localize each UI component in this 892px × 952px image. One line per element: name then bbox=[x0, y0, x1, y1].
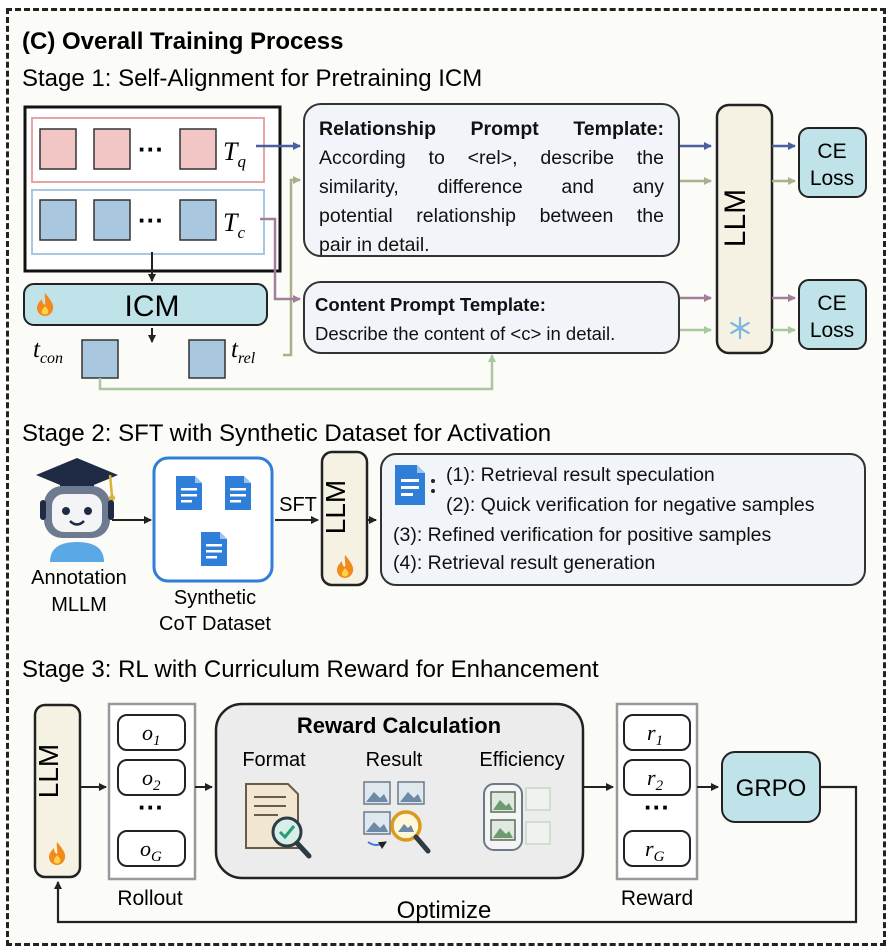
stage1-heading: Stage 1: Self-Alignment for Pretraining … bbox=[22, 65, 482, 92]
dataset-label-line2: CoT Dataset bbox=[159, 613, 271, 635]
arrow-tc-to-content-prompt bbox=[260, 217, 301, 303]
rollout-label: Rollout bbox=[117, 887, 183, 910]
ce-loss-1-line1: CE bbox=[817, 140, 846, 163]
icm-module bbox=[23, 283, 268, 326]
optimize-arrow bbox=[54, 785, 858, 924]
annotator-label-line1: Annotation bbox=[31, 567, 127, 589]
reward-item bbox=[623, 759, 691, 796]
relationship-prompt-line: similarity, difference and any bbox=[319, 176, 664, 198]
document-icon bbox=[395, 465, 435, 505]
document-icon bbox=[225, 476, 251, 510]
rollout-item bbox=[117, 830, 186, 867]
reward-item-g: rG bbox=[645, 836, 665, 865]
image-search-icon bbox=[363, 781, 431, 854]
query-ellipsis: ··· bbox=[138, 134, 164, 164]
document-icon bbox=[176, 476, 202, 510]
rollout-item bbox=[117, 714, 186, 751]
candidate-ellipsis: ··· bbox=[138, 205, 164, 235]
stage3-heading: Stage 3: RL with Curriculum Reward for E… bbox=[22, 656, 599, 683]
arrow-trel-to-rel-prompt bbox=[283, 176, 301, 357]
llm-block-stage3 bbox=[33, 703, 82, 879]
sft-label: SFT bbox=[279, 494, 317, 516]
rollout-dots: ··· bbox=[138, 792, 164, 822]
image-stack-icon bbox=[483, 783, 551, 851]
optimize-label: Optimize bbox=[397, 897, 492, 924]
cot-step-4: (4): Retrieval result generation bbox=[393, 552, 656, 574]
tcon-label: tcon bbox=[33, 336, 63, 367]
tq-label: Tq bbox=[223, 137, 246, 171]
document-icon bbox=[201, 532, 227, 566]
reward-item-1: r1 bbox=[647, 720, 663, 749]
reward-item-2: r2 bbox=[647, 765, 664, 794]
cot-steps-box: (1): Retrieval result speculation (2): Q… bbox=[380, 453, 866, 586]
ce-loss-2-line2: Loss bbox=[810, 319, 854, 342]
cot-step-3: (3): Refined verification for positive s… bbox=[393, 524, 772, 546]
reward-efficiency-label: Efficiency bbox=[479, 749, 564, 771]
llm-frozen-block bbox=[715, 103, 774, 355]
robot-icon bbox=[36, 458, 118, 562]
cot-step-2: (2): Quick verification for negative sam… bbox=[446, 494, 815, 516]
reward-item bbox=[623, 714, 691, 751]
dataset-label-line1: Synthetic bbox=[174, 587, 256, 609]
ce-loss-box-1 bbox=[798, 127, 867, 198]
trel-token bbox=[188, 339, 226, 379]
ce-loss-1-line2: Loss bbox=[810, 167, 854, 190]
reward-format-label: Format bbox=[242, 749, 306, 771]
trel-label: trel bbox=[231, 336, 256, 367]
rollout-item-1: o1 bbox=[142, 720, 161, 749]
icm-label: ICM bbox=[125, 290, 180, 323]
stage2-heading: Stage 2: SFT with Synthetic Dataset for … bbox=[22, 420, 551, 447]
llm-label-stage3: LLM bbox=[33, 744, 64, 798]
reward-label: Reward bbox=[621, 887, 693, 910]
ce-loss-2-line1: CE bbox=[817, 292, 846, 315]
reward-calc-title: Reward Calculation bbox=[297, 713, 501, 738]
relationship-prompt-line: potential relationship between the bbox=[319, 205, 664, 227]
content-prompt-text: Describe the content of <c> in detail. bbox=[315, 323, 616, 344]
relationship-prompt-line: pair in detail. bbox=[319, 234, 430, 256]
arrow-tcon-to-content-prompt bbox=[98, 354, 496, 391]
cot-step-1: (1): Retrieval result speculation bbox=[446, 464, 715, 486]
snowflake-icon bbox=[730, 316, 750, 340]
annotator-label-line2: MLLM bbox=[51, 594, 107, 616]
relationship-prompt-box: Relationship Prompt Template: According … bbox=[303, 103, 680, 257]
ce-loss-box-2 bbox=[798, 279, 867, 350]
tc-label: Tc bbox=[223, 208, 245, 242]
token-group: ··· Tq ··· Tc bbox=[23, 105, 282, 273]
reward-item bbox=[623, 830, 691, 867]
figure-title: (C) Overall Training Process bbox=[22, 28, 343, 55]
grpo-label: GRPO bbox=[736, 775, 807, 802]
content-prompt-box: Content Prompt Template: Describe the co… bbox=[303, 281, 680, 354]
reward-result-label: Result bbox=[366, 749, 423, 771]
content-prompt-title: Content Prompt Template: bbox=[315, 294, 546, 315]
llm-block-stage2 bbox=[320, 450, 369, 587]
tcon-token bbox=[81, 339, 119, 379]
rollout-item-2: o2 bbox=[142, 765, 161, 794]
reward-dots: ··· bbox=[644, 792, 670, 822]
relationship-prompt-title: Relationship Prompt Template: bbox=[319, 118, 664, 140]
relationship-prompt-line: According to <rel>, describe the bbox=[319, 147, 664, 169]
rollout-item-g: oG bbox=[140, 836, 162, 865]
llm-label-stage1: LLM bbox=[719, 189, 752, 247]
rollout-item bbox=[117, 759, 186, 796]
llm-label-stage2: LLM bbox=[320, 480, 351, 534]
form-check-icon bbox=[245, 783, 312, 859]
